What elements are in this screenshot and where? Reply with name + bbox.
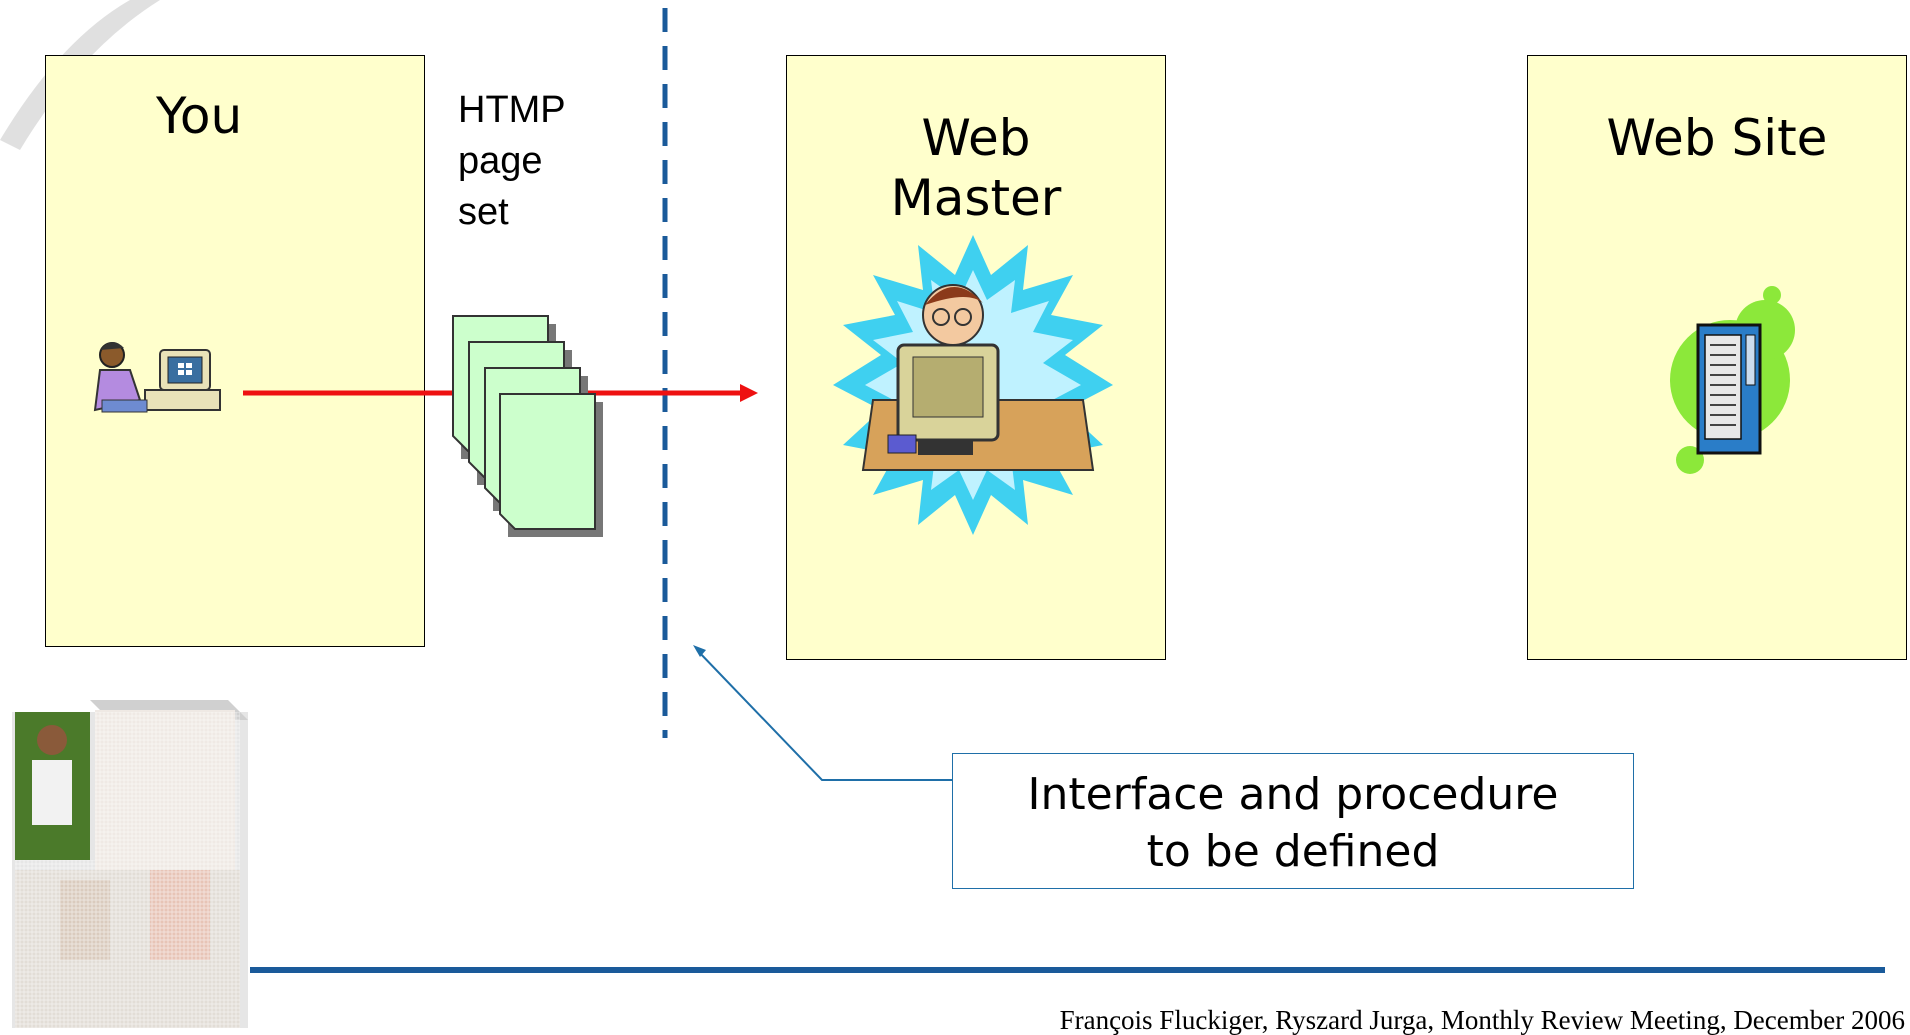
webmaster-clipart-icon xyxy=(833,235,1113,535)
callout-box: Interface and procedure to be defined xyxy=(952,753,1634,889)
webmaster-title: Web Master xyxy=(787,108,1165,228)
pageset-label: HTMP page set xyxy=(458,85,566,238)
html-pages-stack-icon xyxy=(452,315,603,537)
callout-line2: to be defined xyxy=(1146,826,1440,877)
webmaster-title-line1: Web xyxy=(921,109,1031,167)
you-title: You xyxy=(156,87,243,145)
pageset-label-line3: set xyxy=(458,191,509,233)
website-title: Web Site xyxy=(1606,109,1828,167)
pageset-label-line2: page xyxy=(458,140,543,182)
decorative-swoosh xyxy=(0,0,160,150)
team-photo xyxy=(12,700,248,1028)
server-icon xyxy=(1670,286,1795,474)
webmaster-title-line2: Master xyxy=(890,169,1062,227)
callout-line1: Interface and procedure xyxy=(1027,769,1559,820)
pageset-label-line1: HTMP xyxy=(458,89,566,131)
user-at-computer-icon xyxy=(93,341,221,413)
footer-text: François Fluckiger, Ryszard Jurga, Month… xyxy=(1059,1005,1905,1035)
callout-connector xyxy=(693,645,952,781)
